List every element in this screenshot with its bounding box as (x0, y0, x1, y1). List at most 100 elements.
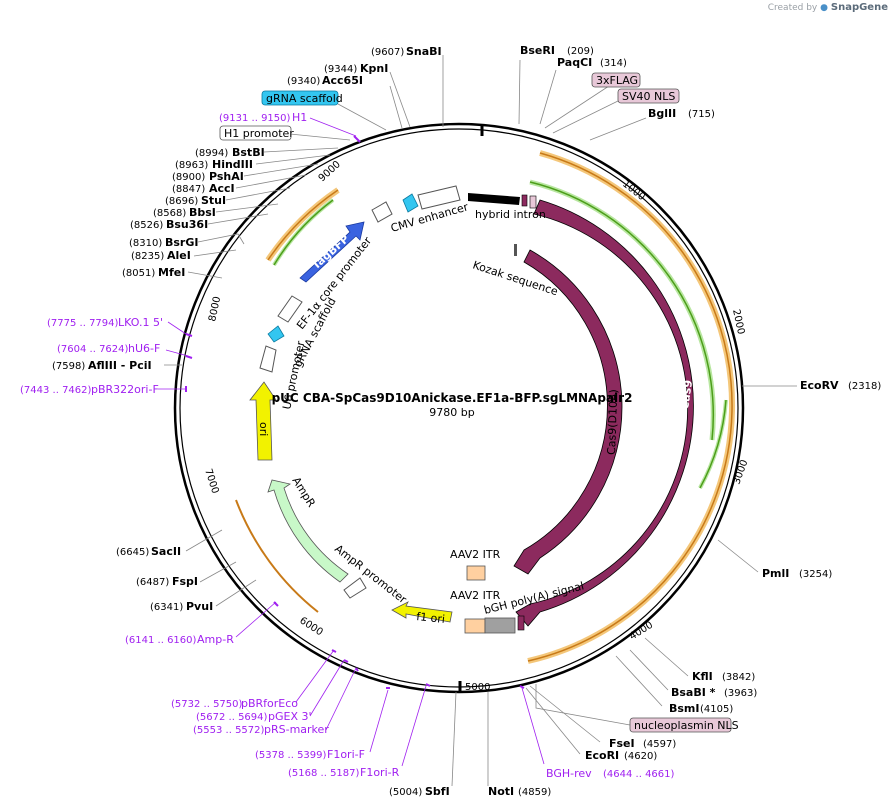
h1-promoter-feature (371, 201, 393, 223)
site-pos: (8526) (130, 220, 163, 231)
primer-name: LKO.1 5' (118, 316, 163, 329)
site-name: HindIII (212, 158, 253, 171)
primer-pos: (7604 .. 7624) (57, 344, 129, 355)
primer-name: hU6-F (128, 342, 160, 355)
site-pos: (715) (688, 109, 715, 120)
tick-5000: 5000 (465, 682, 490, 693)
snapgene-logo-icon: ● (820, 3, 828, 13)
aav2-itr-upper-feature (466, 565, 486, 581)
site-name: PaqCI (557, 56, 592, 69)
site-pos: (6487) (136, 577, 169, 588)
snapgene-credit: Created by ● SnapGene (768, 2, 888, 13)
site-name: BsrGI (165, 236, 198, 249)
site-pos: (4105) (700, 704, 733, 715)
site-name: SbfI (425, 785, 450, 798)
primer-pos: (5168 .. 5187) (288, 768, 360, 779)
small-feature-2 (529, 195, 537, 209)
site-name: SnaBI (406, 45, 442, 58)
site-name: NotI (488, 785, 514, 798)
site-pos: (5004) (389, 787, 422, 798)
ef1a-promoter-feature (277, 295, 303, 323)
site-name: StuI (201, 194, 226, 207)
site-name: FspI (172, 575, 198, 588)
left-sites: (9607) SnaBI (9344) KpnI (9340) Acc65I g… (20, 45, 675, 798)
site-pos: (209) (567, 46, 594, 57)
small-feature-3 (517, 615, 525, 631)
primer-pos: (7775 .. 7794) (47, 318, 119, 329)
site-name: BstBI (232, 146, 265, 159)
site-pos: (4859) (518, 787, 551, 798)
tagbfp-feature (299, 221, 365, 283)
aav2-itr-upper-label: AAV2 ITR (450, 548, 501, 561)
tick-7000: 7000 (202, 468, 220, 496)
site-pos: (7598) (52, 361, 85, 372)
plasmid-length: 9780 bp (429, 406, 474, 419)
feature-box-label: SV40 NLS (622, 90, 675, 103)
cas9-d10a-label: Cas9(D10A) (605, 389, 620, 455)
kozak-feature (514, 244, 517, 256)
bgh-polya-feature (484, 617, 516, 634)
site-pos: (9340) (287, 76, 320, 87)
primer-name: pBRforEco (241, 697, 298, 710)
feature-box-3xflag (591, 72, 641, 88)
site-pos: (9344) (324, 64, 357, 75)
site-pos: (8900) (172, 172, 205, 183)
tick-8000: 8000 (207, 295, 223, 322)
primer-name: Amp-R (197, 633, 234, 646)
site-pos: (8051) (122, 268, 155, 279)
primer-name: H1 (292, 111, 307, 124)
feature-box-label: gRNA scaffold (266, 92, 343, 105)
site-pos: (8847) (172, 184, 205, 195)
primer-pos: (7443 .. 7462) (20, 385, 92, 396)
site-pos: (3254) (799, 569, 832, 580)
f1-ori-label: f1 ori (416, 610, 446, 626)
cas9-d10a-feature (513, 249, 623, 575)
plasmid-name: pUC CBA-SpCas9D10Anickase.EF1a-BFP.sgLMN… (272, 391, 633, 405)
primer-pos: (5672 .. 5694) (196, 712, 268, 723)
site-name: Bsu36I (166, 218, 208, 231)
u6-promoter-feature (259, 345, 277, 373)
site-name: MfeI (158, 266, 185, 279)
primer-name: pGEX 3' (268, 710, 312, 723)
site-name: PshAI (209, 170, 244, 183)
site-pos: (9607) (371, 47, 404, 58)
orf-arc-ampr (235, 499, 319, 613)
site-pos: (4620) (624, 751, 657, 762)
site-name: PvuI (186, 600, 213, 613)
primer-pos: (6141 .. 6160) (125, 635, 197, 646)
primer-name: F1ori-F (327, 748, 365, 761)
site-name: AccI (209, 182, 235, 195)
cas9-label: Cas9 (678, 379, 695, 410)
feature-box-nucleoplasmin-nls (629, 717, 732, 733)
primer-pos: (5378 .. 5399) (255, 750, 327, 761)
site-name: FseI (609, 737, 635, 750)
site-pos: (2318) (848, 381, 881, 392)
hybrid-intron-feature (468, 193, 520, 205)
site-pos: (8994) (195, 148, 228, 159)
gRNA-scaffold-feature (267, 325, 285, 343)
site-name: BsaBI * (671, 686, 716, 699)
ampr-feature (267, 479, 349, 583)
primer-name: BGH-rev (546, 767, 592, 780)
site-name: BsmI (669, 702, 700, 715)
aav2-itr-lower-label: AAV2 ITR (450, 589, 501, 602)
aav2-itr-lower-feature (464, 618, 486, 634)
feature-box-label: nucleoplasmin NLS (634, 719, 739, 732)
feature-box-sv40nls (617, 88, 680, 104)
credit-brand: SnapGene (830, 2, 888, 13)
site-pos: (8310) (129, 238, 162, 249)
site-pos: (8235) (131, 251, 164, 262)
small-feature-1 (521, 194, 528, 207)
feature-box-h1-promoter (219, 125, 292, 141)
site-name: AleI (167, 249, 191, 262)
site-pos: (3842) (722, 672, 755, 683)
primer-pos: (9131 .. 9150) (219, 113, 291, 124)
tick-3000: 3000 (731, 458, 750, 486)
feature-box-label: 3xFLAG (596, 74, 638, 87)
hybrid-intron-label: hybrid intron (475, 208, 546, 221)
site-name: BbsI (189, 206, 216, 219)
primer-name: pRS-marker (264, 723, 329, 736)
feature-box-label: H1 promoter (224, 127, 294, 140)
site-pos: (314) (600, 58, 627, 69)
